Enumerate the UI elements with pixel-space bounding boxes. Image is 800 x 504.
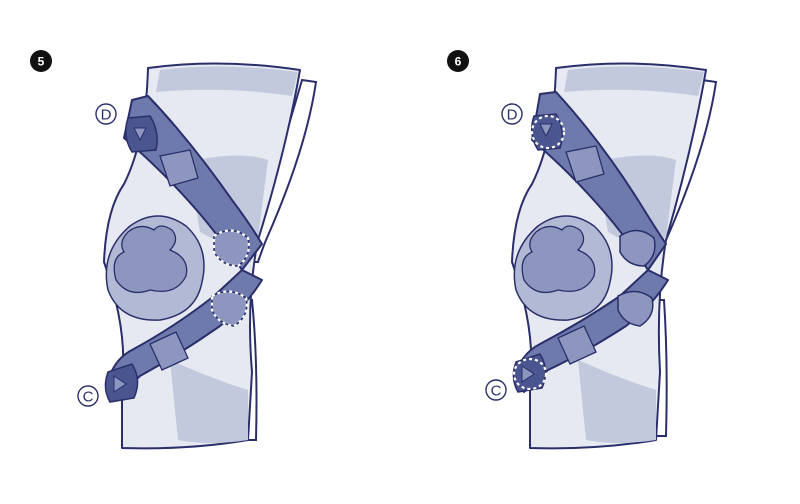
label-c: C [77, 385, 99, 407]
highlight-ring-lower [210, 290, 248, 328]
knee-brace-illustration-step-5: 5 [30, 50, 318, 450]
label-d-text: D [507, 107, 518, 124]
label-d: D [501, 103, 523, 125]
triangle-icon [113, 375, 127, 393]
label-c: C [485, 379, 507, 401]
highlight-ring-lower [512, 357, 548, 391]
strap-upper[interactable] [530, 91, 667, 271]
strap-upper[interactable] [123, 95, 263, 271]
patella-opening [513, 215, 613, 321]
strap-lower-pad [149, 331, 189, 371]
triangle-icon [521, 365, 535, 383]
step-number-badge: 5 [30, 50, 52, 72]
highlight-ring-upper [212, 229, 250, 268]
strap-lower-pad [557, 325, 597, 365]
label-d: D [95, 103, 117, 125]
knee-pad-upper[interactable] [619, 229, 656, 267]
step-number-badge: 6 [447, 50, 469, 72]
triangle-icon [539, 123, 553, 138]
patella-opening [105, 215, 205, 321]
step-6-panel: 6 D [400, 0, 800, 504]
step-5-panel: 5 [30, 50, 318, 450]
sleeve-shade-bottom [578, 360, 656, 443]
highlight-ring-upper [530, 114, 566, 150]
strap-upper-pad [565, 145, 605, 183]
sleeve-shade-bottom [170, 360, 248, 443]
step-number: 6 [455, 55, 462, 69]
strap-upper-pad [159, 149, 199, 187]
sleeve-shade-top [156, 66, 298, 96]
sleeve-shade-top [564, 66, 704, 96]
label-d-text: D [101, 107, 112, 124]
label-c-text: C [83, 389, 94, 406]
triangle-icon [133, 127, 147, 142]
label-c-text: C [491, 383, 502, 400]
knee-brace-illustration-step-6: 6 D [447, 50, 718, 450]
step-number: 5 [38, 55, 45, 69]
knee-pad-lower[interactable] [617, 290, 654, 327]
